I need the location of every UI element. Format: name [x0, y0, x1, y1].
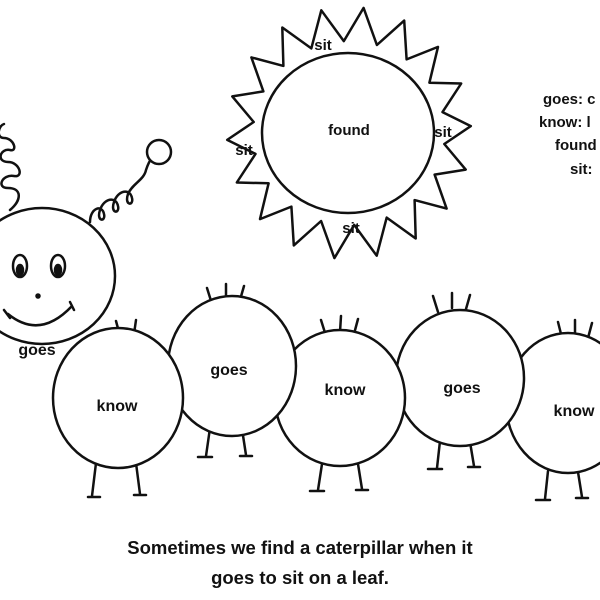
sun [225, 6, 473, 260]
left-pupil [15, 263, 25, 277]
nose [35, 293, 41, 299]
caption-line-2: goes to sit on a leaf. [211, 567, 389, 588]
segment-5 [394, 291, 526, 448]
sun-ray-word-top: sit [314, 37, 332, 54]
segment-3 [166, 282, 298, 438]
leg [308, 462, 326, 493]
leg [132, 461, 148, 497]
color-key-line: found [555, 137, 597, 154]
caption: Sometimes we find a caterpillar when it … [0, 533, 600, 593]
color-key-line: sit: [570, 161, 593, 178]
antenna-knob [145, 138, 173, 166]
antenna-left [0, 122, 21, 212]
segment-circle [51, 326, 185, 470]
segment-word: know [325, 382, 366, 399]
segment-2 [51, 318, 185, 470]
smile-icon [2, 300, 76, 327]
sun-words: found sit sit sit sit [235, 37, 452, 237]
caption-line-1: Sometimes we find a caterpillar when it [127, 537, 473, 558]
leg [574, 470, 590, 500]
caterpillar-legs [86, 426, 590, 502]
segment-word: goes [443, 380, 480, 397]
leg [534, 469, 552, 502]
color-key-line: know: l [539, 114, 591, 131]
sun-ray-word-bottom: sit [342, 220, 360, 237]
sun-ray-word-right: sit [434, 124, 452, 141]
segment-word: know [97, 398, 138, 415]
leg [86, 461, 102, 499]
color-key-line: goes: c [543, 91, 596, 108]
caterpillar-body [51, 282, 600, 475]
leg [426, 439, 444, 471]
caterpillar-head [0, 122, 173, 346]
segment-circle [394, 308, 526, 448]
antenna-right [88, 156, 154, 224]
segment-word: know [554, 403, 595, 420]
sun-center-word: found [328, 122, 370, 139]
sun-face-circle [260, 51, 436, 215]
leg [354, 462, 370, 492]
segment-word: goes [210, 362, 247, 379]
sun-ray-word-left: sit [235, 142, 253, 159]
hair [431, 291, 472, 314]
color-key: goes: c know: l found sit: [539, 91, 597, 178]
segment-words: goes know goes know goes know [18, 342, 595, 420]
right-pupil [53, 263, 63, 277]
segment-word: goes [18, 342, 55, 359]
